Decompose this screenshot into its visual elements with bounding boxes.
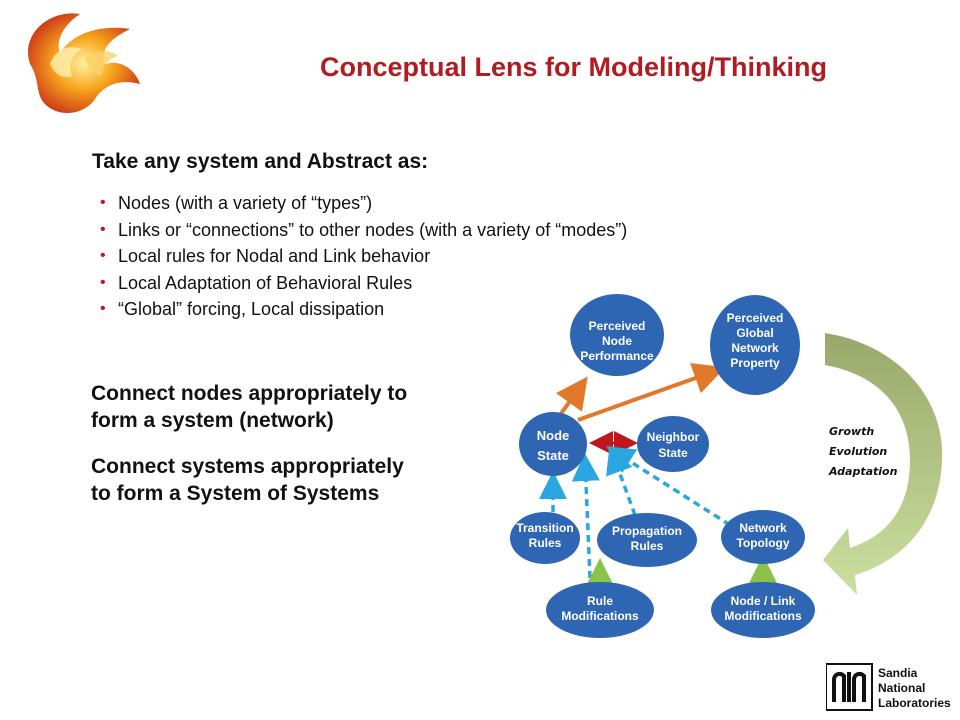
page-title: Conceptual Lens for Modeling/Thinking [320,52,827,82]
list-item: •Links or “connections” to other nodes (… [100,217,627,244]
connect-nodes-text: Connect nodes appropriately to form a sy… [91,382,408,432]
phoenix-logo [28,13,140,114]
list-item: •“Global” forcing, Local dissipation [100,296,627,323]
svg-text:Laboratories: Laboratories [878,696,951,710]
list-item: •Local rules for Nodal and Link behavior [100,243,627,270]
cycle-arrow [823,333,943,595]
bullet-icon: • [100,194,106,211]
cycle-label-adaptation: Adaptation [828,465,898,478]
svg-text:Sandia: Sandia [878,666,918,680]
bullet-icon: • [100,247,106,264]
arrow-propagation-to-node [606,445,637,516]
list-item: •Nodes (with a variety of “types”) [100,190,627,217]
section-heading: Take any system and Abstract as: [92,150,429,173]
bullet-icon: • [100,220,106,238]
arrow-rule-to-node [571,453,600,579]
bullet-icon: • [100,273,106,291]
connect-systems-text: Connect systems appropriately to form a … [91,455,404,505]
arrow-node-to-global [577,363,726,422]
list-item: •Local Adaptation of Behavioral Rules [100,270,627,297]
svg-text:National: National [878,681,925,695]
cycle-label-growth: Growth [829,425,874,438]
sandia-logo: Sandia National Laboratories [826,663,951,711]
bullet-list: •Nodes (with a variety of “types”) •Link… [100,190,627,323]
bullet-icon: • [100,300,106,317]
arrow-node-to-performance [556,376,588,417]
cycle-label-evolution: Evolution [829,445,887,458]
